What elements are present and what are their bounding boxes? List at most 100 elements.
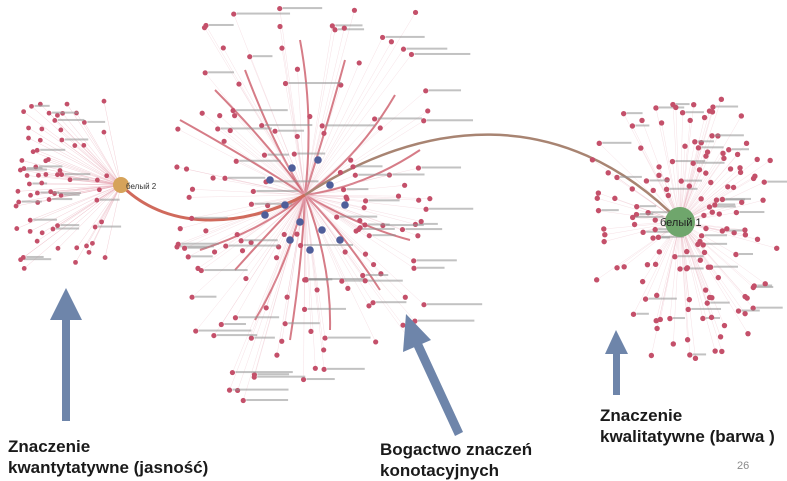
tiny-label-middle	[307, 378, 335, 380]
leaf-node-right	[656, 235, 661, 240]
leaf-node-right	[722, 323, 727, 328]
leaf-node-middle	[187, 195, 192, 200]
edge-middle	[305, 10, 354, 195]
leaf-node-middle	[279, 46, 284, 51]
tiny-label-right	[620, 176, 642, 178]
leaf-node-middle	[352, 8, 357, 13]
leaf-node-right	[712, 202, 717, 207]
leaf-node-middle	[298, 243, 303, 248]
leaf-node-middle	[252, 375, 257, 380]
leaf-node-middle	[234, 159, 239, 164]
leaf-node-right	[701, 242, 706, 247]
leaf-node-middle	[423, 88, 428, 93]
leaf-node-middle	[345, 286, 350, 291]
edge-right	[680, 113, 683, 222]
tiny-label-left	[58, 192, 81, 194]
leaf-node-middle	[295, 134, 300, 139]
leaf-node-left	[59, 138, 64, 143]
leaf-node-right	[763, 281, 768, 286]
leaf-node-middle	[421, 302, 426, 307]
leaf-node-right	[720, 197, 725, 202]
leaf-node-middle	[302, 277, 307, 282]
leaf-node-middle	[425, 108, 430, 113]
leaf-node-right	[653, 105, 658, 110]
tiny-label-middle	[257, 373, 289, 375]
leaf-node-middle	[314, 287, 319, 292]
tiny-label-left	[65, 138, 88, 140]
leaf-node-middle	[186, 254, 191, 259]
leaf-node-left	[40, 230, 45, 235]
tiny-label-left	[52, 112, 78, 114]
leaf-node-middle	[279, 339, 284, 344]
leaf-node-middle	[416, 198, 421, 203]
tiny-label-left	[24, 258, 52, 260]
leaf-node-middle	[223, 243, 228, 248]
leaf-node-right	[707, 204, 712, 209]
tiny-label-right	[639, 213, 653, 215]
leaf-node-middle	[313, 366, 318, 371]
leaf-node-middle	[233, 315, 238, 320]
tiny-label-middle	[217, 334, 257, 336]
leaf-node-middle	[357, 60, 362, 65]
leaf-node-left	[94, 198, 99, 203]
tiny-label-middle	[421, 166, 461, 168]
leaf-node-middle	[321, 367, 326, 372]
leaf-node-right	[638, 145, 643, 150]
leaf-node-middle	[427, 196, 432, 201]
leaf-node-left	[97, 187, 102, 192]
tiny-label-middle	[267, 154, 289, 156]
leaf-node-left	[52, 118, 57, 123]
leaf-node-right	[640, 279, 645, 284]
tiny-label-middle	[265, 124, 313, 126]
tiny-label-middle	[386, 36, 425, 38]
leaf-node-right	[601, 239, 606, 244]
leaf-node-right	[671, 341, 676, 346]
blue-node	[326, 181, 334, 189]
leaf-node-right	[630, 215, 635, 220]
blue-node	[336, 236, 344, 244]
leaf-node-middle	[321, 347, 326, 352]
tiny-label-middle	[195, 296, 216, 298]
blue-node	[296, 218, 304, 226]
leaf-node-middle	[348, 158, 353, 163]
tiny-label-right	[678, 255, 704, 257]
leaf-node-middle	[350, 164, 355, 169]
leaf-node-right	[630, 186, 635, 191]
leaf-node-left	[102, 130, 107, 135]
leaf-node-left	[43, 172, 48, 177]
leaf-node-middle	[302, 307, 307, 312]
tiny-label-middle	[224, 323, 246, 325]
tiny-label-right	[756, 307, 783, 309]
leaf-node-right	[614, 175, 619, 180]
leaf-node-middle	[231, 11, 236, 16]
blue-node	[281, 201, 289, 209]
tiny-label-right	[675, 160, 705, 162]
leaf-node-left	[39, 181, 44, 186]
leaf-node-right	[714, 197, 719, 202]
leaf-node-right	[744, 141, 749, 146]
edge-middle	[230, 131, 305, 195]
leaf-node-right	[666, 193, 671, 198]
leaf-node-middle	[372, 116, 377, 121]
tiny-label-middle	[417, 267, 445, 269]
leaf-node-right	[706, 265, 711, 270]
leaf-node-right	[745, 331, 750, 336]
leaf-node-left	[104, 173, 109, 178]
blue-node	[261, 211, 269, 219]
leaf-node-right	[687, 118, 692, 123]
leaf-node-right	[687, 297, 692, 302]
leaf-node-left	[26, 126, 31, 131]
tiny-label-middle	[244, 239, 278, 241]
tiny-label-middle	[392, 173, 424, 175]
caption-quantitative-meaning: Znaczenie kwantytatywne (jasność)	[8, 436, 208, 478]
leaf-node-right	[639, 118, 644, 123]
leaf-node-right	[691, 102, 696, 107]
leaf-node-right	[659, 120, 664, 125]
leaf-node-right	[718, 334, 723, 339]
tiny-label-middle	[188, 247, 207, 249]
leaf-node-right	[658, 317, 663, 322]
tiny-label-right	[715, 134, 744, 136]
leaf-node-left	[31, 149, 36, 154]
leaf-node-right	[709, 133, 714, 138]
leaf-node-middle	[373, 339, 378, 344]
